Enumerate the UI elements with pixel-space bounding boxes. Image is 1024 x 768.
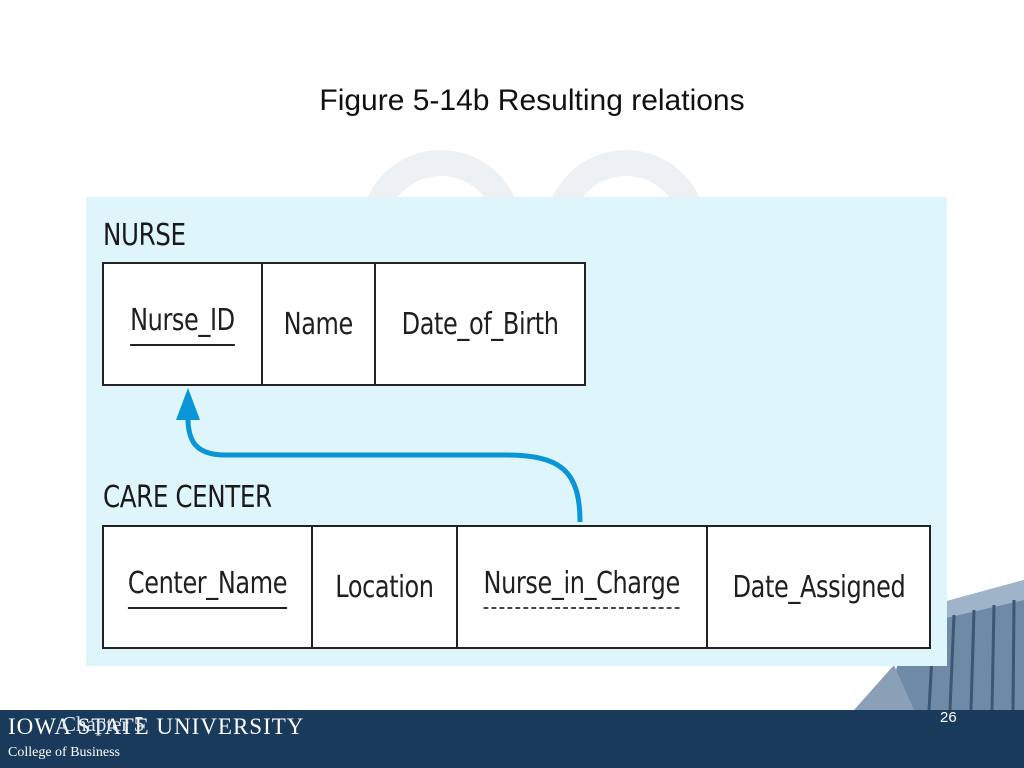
nurse-in-charge-cell: Nurse_in_Charge: [458, 527, 708, 647]
date-of-birth-cell: Date_of_Birth: [376, 264, 584, 384]
slide-title: Figure 5-14b Resulting relations: [319, 84, 745, 117]
nurse-id-attribute: Nurse_ID: [130, 303, 235, 346]
name-cell: Name: [263, 264, 376, 384]
footer-bar: [0, 710, 1024, 768]
center-name-attribute: Center_Name: [127, 566, 287, 609]
page-number: 26: [940, 709, 957, 726]
nurse-relation-label: NURSE: [103, 218, 186, 253]
date-assigned-cell: Date_Assigned: [708, 527, 929, 647]
university-logo: IOWA STATE UNIVERSITY: [8, 714, 305, 739]
college-name: College of Business: [8, 745, 120, 760]
nurse-id-cell: Nurse_ID: [104, 264, 263, 384]
chapter-label: Chapter 5: [62, 712, 145, 736]
nurse-in-charge-attribute: Nurse_in_Charge: [483, 566, 681, 609]
location-cell: Location: [313, 527, 458, 647]
care-center-table: Center_Name Location Nurse_in_Charge Dat…: [102, 525, 931, 649]
date-of-birth-attribute: Date_of_Birth: [401, 306, 559, 342]
care-center-relation-label: CARE CENTER: [103, 480, 272, 515]
center-name-cell: Center_Name: [104, 527, 313, 647]
location-attribute: Location: [335, 569, 434, 605]
date-assigned-attribute: Date_Assigned: [732, 569, 905, 605]
name-attribute: Name: [283, 306, 354, 342]
nurse-table: Nurse_ID Name Date_of_Birth: [102, 262, 586, 386]
